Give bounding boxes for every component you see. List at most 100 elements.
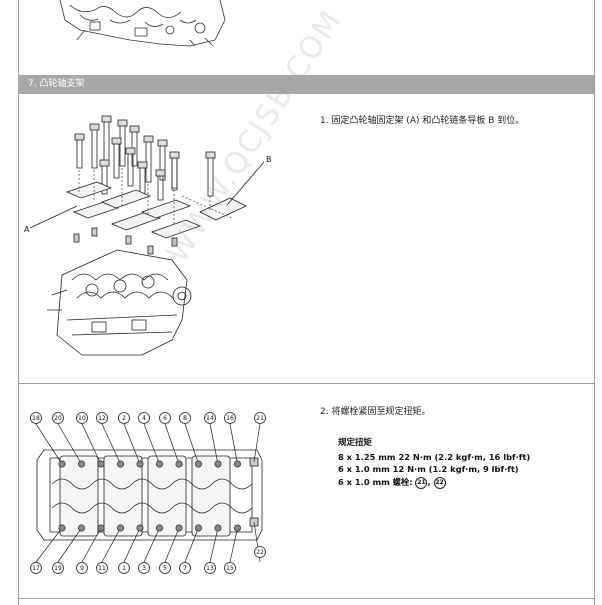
leader-line [253, 423, 261, 463]
engine-drawing-top-partial [59, 0, 226, 47]
leader-line [209, 527, 219, 563]
leader-line [164, 527, 180, 563]
leader-line [143, 527, 160, 563]
svg-text:2: 2 [122, 415, 126, 422]
leader-line [123, 423, 141, 465]
bolt-label-top-4: 4 [138, 412, 150, 424]
svg-text:10: 10 [78, 415, 86, 422]
page-border-left [18, 0, 19, 605]
bolt-label-bottom-11: 11 [96, 562, 108, 574]
svg-text:12: 12 [98, 415, 106, 422]
camshaft-holders [65, 181, 247, 239]
bolt-label-bottom-22: 22 [254, 546, 266, 558]
svg-text:6: 6 [163, 415, 167, 422]
bolt-label-bottom-17: 17 [30, 562, 42, 574]
svg-text:13: 13 [206, 565, 214, 572]
bolt-point [175, 460, 183, 468]
label-b: B [266, 155, 272, 164]
svg-text:20: 20 [54, 415, 62, 422]
camshaft-holder-exploded-figure: A B [24, 115, 272, 356]
bolt-point [97, 524, 105, 532]
step-2-text: 2. 将螺栓紧固至规定扭矩。 [320, 407, 431, 417]
bolt-point [156, 460, 164, 468]
bottom-divider [18, 598, 594, 599]
bolt-label-bottom-13: 13 [204, 562, 216, 574]
bolt-point [234, 460, 242, 468]
svg-text:22: 22 [256, 549, 264, 556]
svg-text:16: 16 [226, 415, 234, 422]
bolt-point [77, 524, 85, 532]
leader-line [209, 423, 219, 465]
svg-text:17: 17 [32, 565, 40, 572]
torque-spec-block: 规定扭矩 8 x 1.25 mm 22 N·m (2.2 kgf·m, 16 l… [338, 436, 588, 489]
torque-line-2: 6 x 1.0 mm 12 N·m (1.2 kgf·m, 9 lbf·ft) [338, 464, 519, 474]
bolt-point [58, 460, 66, 468]
leader-line [35, 527, 63, 563]
bolt-label-bottom-9: 9 [76, 562, 88, 574]
leader-line [143, 423, 160, 465]
leader-line [184, 527, 199, 563]
leader-line [184, 423, 199, 465]
section-divider [18, 383, 594, 384]
bolt-label-top-21: 21 [254, 412, 266, 424]
svg-text:4: 4 [142, 415, 146, 422]
bolt-point [58, 524, 66, 532]
bolt-label-top-6: 6 [159, 412, 171, 424]
bolt-ref-22: 22 [433, 476, 446, 489]
bolt-point [117, 460, 125, 468]
bolt-ref-21: 21 [415, 476, 428, 489]
bolt-point [195, 524, 203, 532]
leader-line [35, 423, 63, 465]
bolt-label-top-10: 10 [76, 412, 88, 424]
bolt-label-top-16: 16 [224, 412, 236, 424]
bolt-label-bottom-7: 7 [179, 562, 191, 574]
svg-text:15: 15 [226, 565, 234, 572]
leader-line [123, 527, 141, 563]
section-header: 7. 凸轮轴支架 [18, 75, 594, 94]
svg-text:7: 7 [183, 565, 187, 572]
svg-text:14: 14 [206, 415, 214, 422]
bolt-label-top-14: 14 [204, 412, 216, 424]
page-border-right [594, 0, 595, 605]
bolt-label-top-20: 20 [52, 412, 64, 424]
bolt-label-top-18: 18 [30, 412, 42, 424]
bolt-label-top-8: 8 [179, 412, 191, 424]
leader-line [229, 527, 238, 563]
section-title: 7. 凸轮轴支架 [28, 79, 85, 89]
bolt-point [136, 524, 144, 532]
bolt-label-bottom-19: 19 [52, 562, 64, 574]
svg-text:18: 18 [32, 415, 40, 422]
bolt-point [156, 524, 164, 532]
bolt-point [175, 524, 183, 532]
leader-line [101, 423, 121, 465]
torque-title: 规定扭矩 [338, 438, 373, 448]
svg-text:8: 8 [183, 415, 187, 422]
leader-line [57, 527, 82, 563]
label-a: A [24, 225, 30, 234]
bolt-point [214, 460, 222, 468]
bolt-point [77, 460, 85, 468]
svg-text:19: 19 [54, 565, 62, 572]
svg-text:9: 9 [80, 565, 84, 572]
bolt-point [97, 460, 105, 468]
bolt-label-bottom-5: 5 [159, 562, 171, 574]
bolt-label-bottom-3: 3 [138, 562, 150, 574]
bolt-label-top-12: 12 [96, 412, 108, 424]
svg-text:21: 21 [256, 415, 264, 422]
bolt-point [117, 524, 125, 532]
bolt-label-bottom-15: 15 [224, 562, 236, 574]
leader-line [81, 423, 102, 465]
bolt-label-bottom-1: 1 [118, 562, 130, 574]
bolt-point [195, 460, 203, 468]
bolt-point [214, 524, 222, 532]
bolt-label-top-2: 2 [118, 412, 130, 424]
leader-line [81, 527, 102, 563]
leader-line [57, 423, 82, 465]
torque-line-3: 6 x 1.0 mm 螺栓: 21, 22 [338, 476, 446, 489]
step-1-text: 1. 固定凸轮轴固定架 (A) 和凸轮链条导板 B 到位。 [320, 116, 525, 126]
svg-text:5: 5 [163, 565, 167, 572]
leader-line [229, 423, 238, 465]
bolt-line-prefix: 6 x 1.0 mm 螺栓: [338, 477, 413, 487]
bolt-point [136, 460, 144, 468]
